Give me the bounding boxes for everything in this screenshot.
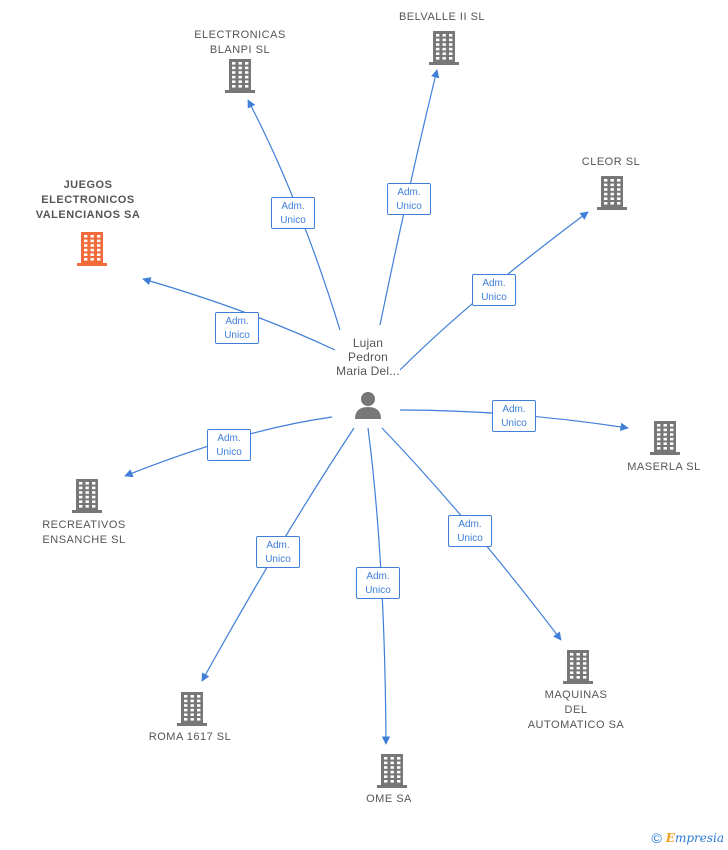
company-label-maserla[interactable]: MASERLA SL: [627, 461, 701, 473]
company-label-electronicas-blanpi[interactable]: ELECTRONICAS BLANPI SL: [194, 29, 286, 56]
edge-label-role: Adm.: [397, 187, 421, 198]
company-label-juegos-electronicos[interactable]: JUEGOS ELECTRONICOS VALENCIANOS SA: [35, 179, 141, 221]
brand-logo: Empresia: [665, 831, 724, 845]
edge-label-belvalle-ii[interactable]: Adm. Unico: [387, 183, 431, 215]
edge-label-role-detail: Unico: [216, 447, 242, 458]
building-icon[interactable]: [70, 477, 104, 518]
building-icon[interactable]: [175, 690, 209, 731]
edge-label-roma-1617[interactable]: Adm. Unico: [256, 536, 300, 568]
edge-label-role-detail: Unico: [265, 554, 291, 565]
edge-label-role: Adm.: [502, 404, 526, 415]
company-label-cleor[interactable]: CLEOR SL: [581, 156, 641, 168]
company-label-ome[interactable]: OME SA: [366, 793, 412, 805]
building-icon[interactable]: [223, 57, 257, 98]
building-icon[interactable]: [561, 648, 595, 689]
building-icon[interactable]: [375, 752, 409, 793]
building-icon[interactable]: [648, 419, 682, 460]
edge-label-role-detail: Unico: [396, 201, 422, 212]
edge-label-role: Adm.: [266, 540, 290, 551]
edge-label-juegos-electronicos[interactable]: Adm. Unico: [215, 312, 259, 344]
person-icon[interactable]: [353, 390, 383, 425]
company-label-recreativos-ensanche[interactable]: RECREATIVOS ENSANCHE SL: [42, 519, 126, 546]
building-icon[interactable]: [595, 174, 629, 215]
edge-label-ome[interactable]: Adm. Unico: [356, 567, 400, 599]
edge-label-role: Adm.: [366, 571, 390, 582]
edge-label-role: Adm.: [281, 201, 305, 212]
edge-label-role: Adm.: [458, 519, 482, 530]
building-icon[interactable]: [427, 29, 461, 70]
edge-label-role-detail: Unico: [280, 215, 306, 226]
edge-label-cleor[interactable]: Adm. Unico: [472, 274, 516, 306]
footer-brand: © Empresia: [651, 830, 724, 846]
edge-label-role: Adm.: [225, 316, 249, 327]
edge-label-role: Adm.: [482, 278, 506, 289]
edge-label-role-detail: Unico: [365, 585, 391, 596]
edge-label-role-detail: Unico: [224, 330, 250, 341]
person-name-label[interactable]: Lujan Pedron Maria Del...: [336, 336, 400, 378]
edge-label-maserla[interactable]: Adm. Unico: [492, 400, 536, 432]
building-icon[interactable]: [75, 230, 109, 271]
company-label-roma-1617[interactable]: ROMA 1617 SL: [148, 731, 232, 743]
edge-label-role-detail: Unico: [481, 292, 507, 303]
edge-label-maquinas-automatico[interactable]: Adm. Unico: [448, 515, 492, 547]
edge-label-role-detail: Unico: [501, 418, 527, 429]
company-label-belvalle-ii[interactable]: BELVALLE II SL: [398, 11, 486, 23]
edge-label-electronicas-blanpi[interactable]: Adm. Unico: [271, 197, 315, 229]
edge-label-role: Adm.: [217, 433, 241, 444]
edge-label-recreativos-ensanche[interactable]: Adm. Unico: [207, 429, 251, 461]
edge-label-role-detail: Unico: [457, 533, 483, 544]
copyright-icon: ©: [651, 830, 662, 846]
company-label-maquinas-automatico[interactable]: MAQUINAS DEL AUTOMATICO SA: [527, 689, 625, 731]
